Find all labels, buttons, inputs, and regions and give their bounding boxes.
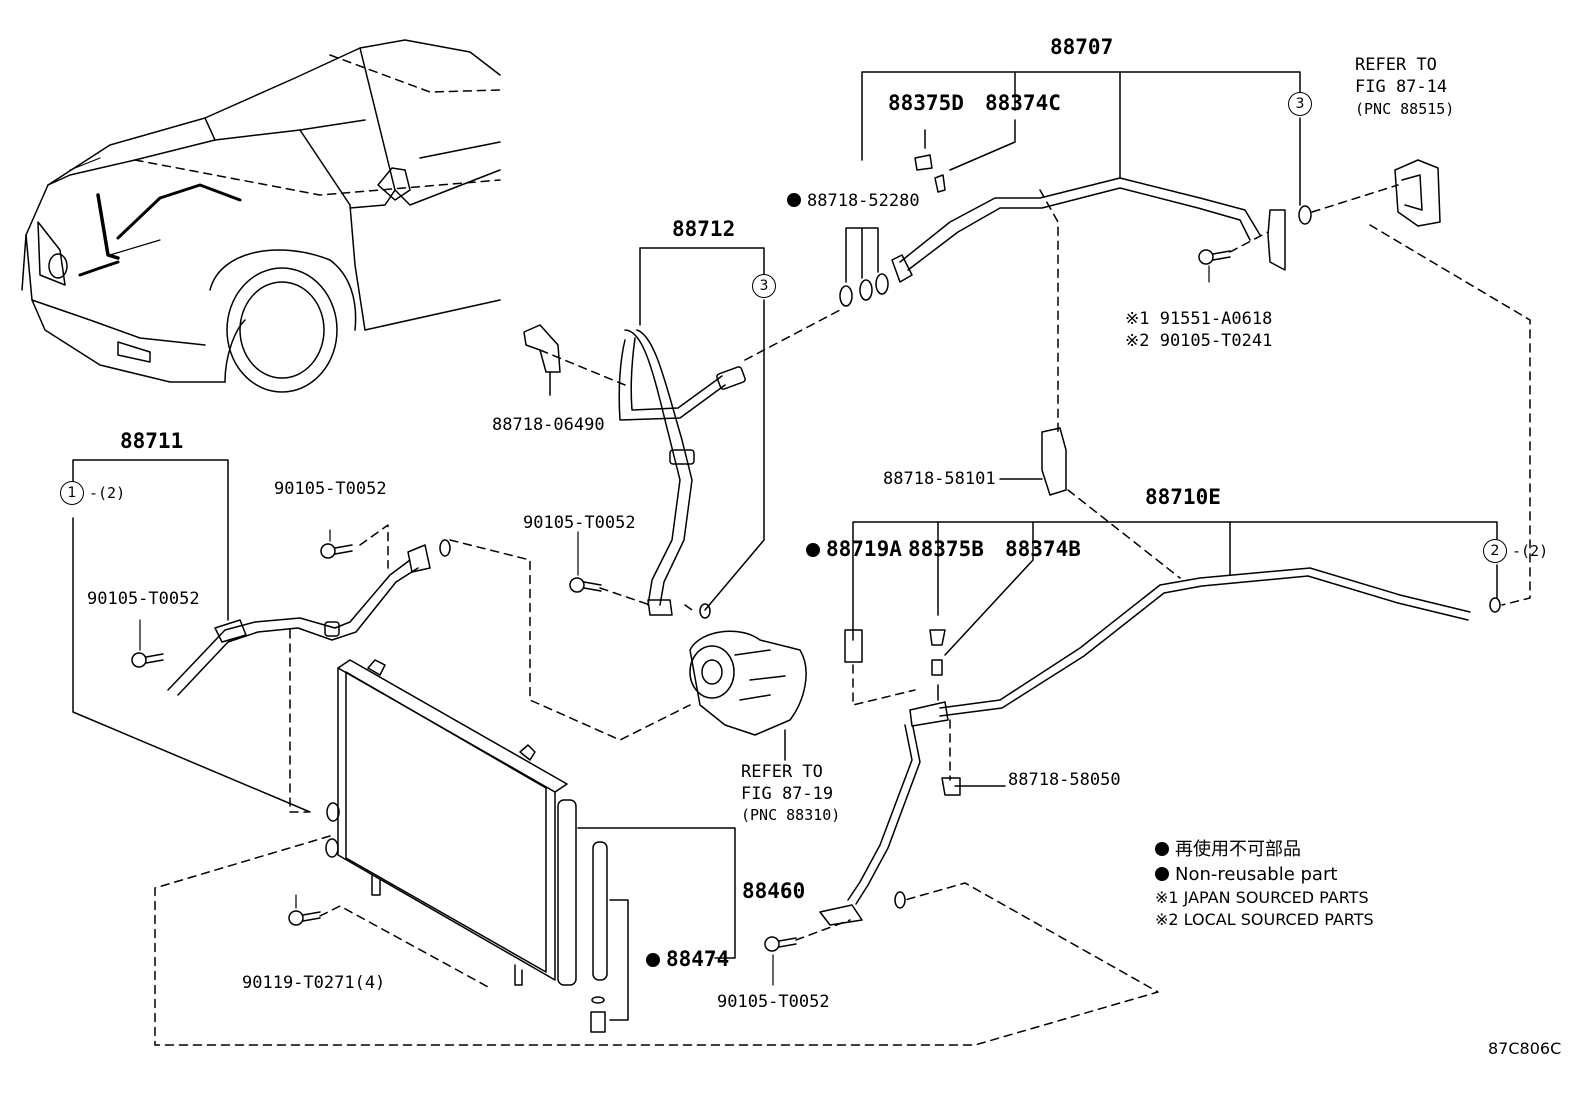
label-90105-T0241: ※2 90105-T0241 xyxy=(1125,331,1273,351)
callout-circle-1: 1 xyxy=(60,481,84,505)
label-88719A: 88719A xyxy=(806,538,902,560)
callout-circle-1-qty: -(2) xyxy=(89,484,126,502)
legend-jp: 再使用不可部品 xyxy=(1155,841,1301,859)
non-reusable-dot xyxy=(1155,842,1169,856)
clamp-88718-06490 xyxy=(523,324,561,373)
dryer-88474 xyxy=(590,841,608,1033)
label-90105-T0052-c: 90105-T0052 xyxy=(523,513,636,533)
bolt-icons xyxy=(131,249,1231,952)
label-88707: 88707 xyxy=(1050,35,1114,59)
callout-circle-2: 2 xyxy=(1483,539,1507,563)
label-90105-T0052-a: 90105-T0052 xyxy=(274,479,387,499)
label-90105-T0052-b: 90105-T0052 xyxy=(87,589,200,609)
callout-circle-3-mid: 3 xyxy=(752,274,776,298)
evaporator-fitting xyxy=(1394,159,1441,227)
ref-fig-87-14-line2: FIG 87-14 xyxy=(1355,77,1448,97)
hose-88712 xyxy=(618,247,765,619)
label-88474: 88474 xyxy=(646,948,729,970)
bracket-88460 xyxy=(577,827,736,1021)
label-88375D: 88375D xyxy=(888,91,964,115)
label-88374C: 88374C xyxy=(985,91,1061,115)
bracket-88710E xyxy=(852,521,1498,641)
non-reusable-dot xyxy=(787,193,801,207)
callout-circle-2-qty: -(2) xyxy=(1512,542,1549,560)
ref-fig-87-19-line3: (PNC 88310) xyxy=(741,806,841,824)
non-reusable-dot xyxy=(646,953,660,967)
tube-88707 xyxy=(891,154,1312,283)
condenser-88460 xyxy=(325,659,577,986)
label-91551-A0618: ※1 91551-A0618 xyxy=(1125,309,1273,329)
leader-lines xyxy=(154,184,1531,1046)
label-88718-58050: 88718-58050 xyxy=(1008,770,1121,790)
figure-id: 87C806C xyxy=(1488,1039,1562,1058)
label-90119-T0271: 90119-T0271(4) xyxy=(242,973,386,993)
label-88718-58101: 88718-58101 xyxy=(883,469,996,489)
legend-en: Non-reusable part xyxy=(1155,866,1337,884)
callout-circle-3-top: 3 xyxy=(1288,92,1312,116)
hose-88711 xyxy=(167,539,451,696)
label-88460: 88460 xyxy=(742,879,806,903)
vehicle-illustration xyxy=(21,39,501,393)
ref-fig-87-19-line2: FIG 87-19 xyxy=(741,784,834,804)
tube-88710E xyxy=(819,567,1501,926)
label-88375B: 88375B xyxy=(908,537,984,561)
compressor xyxy=(689,630,807,761)
bracket-88707 xyxy=(861,71,1301,161)
non-reusable-dot xyxy=(806,543,820,557)
ref-fig-87-14-line1: REFER TO xyxy=(1355,55,1437,75)
vehicle-leader-lines xyxy=(134,54,501,196)
ref-fig-87-14-line3: (PNC 88515) xyxy=(1355,100,1455,118)
label-88374B: 88374B xyxy=(1005,537,1081,561)
bracket-88711 xyxy=(72,459,229,621)
legend-note-2: ※2 LOCAL SOURCED PARTS xyxy=(1155,910,1374,929)
label-88718-06490: 88718-06490 xyxy=(492,415,605,435)
label-88718-52280: 88718-52280 xyxy=(787,192,920,210)
o-rings-88718-52280 xyxy=(839,227,889,307)
clamp-88718-58101 xyxy=(1041,427,1067,496)
label-90105-T0052-d: 90105-T0052 xyxy=(717,992,830,1012)
ref-fig-87-19-line1: REFER TO xyxy=(741,762,823,782)
non-reusable-dot xyxy=(1155,867,1169,881)
label-88710E: 88710E xyxy=(1145,485,1221,509)
legend-note-1: ※1 JAPAN SOURCED PARTS xyxy=(1155,888,1369,907)
label-88712: 88712 xyxy=(672,217,736,241)
label-88711: 88711 xyxy=(120,429,184,453)
